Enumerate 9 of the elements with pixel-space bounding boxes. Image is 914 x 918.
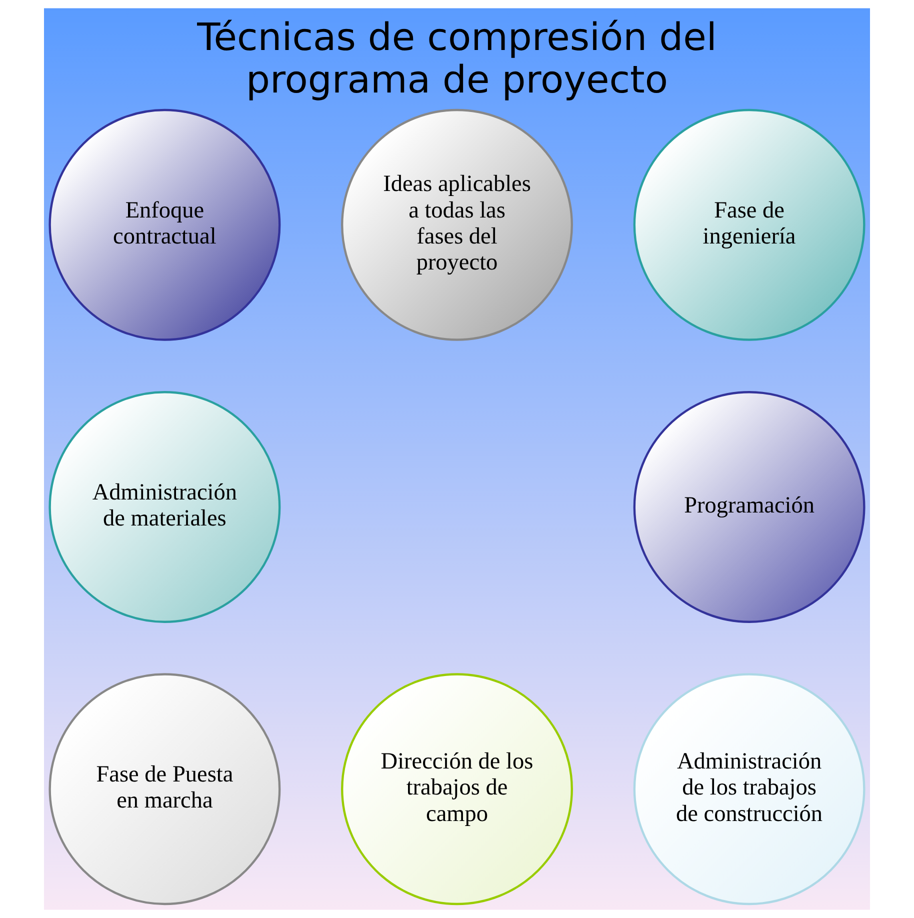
node-circle: Administración de los trabajos de construcción xyxy=(633,673,866,906)
node-circle: Enfoque contractual xyxy=(48,108,281,341)
node-circle: Ideas aplicables a todas las fases del proyecto xyxy=(341,108,573,341)
node-circle: Programación xyxy=(633,391,866,623)
node-circle: Administración de materiales xyxy=(48,391,281,623)
node-circle: Dirección de los trabajos de campo xyxy=(341,673,573,906)
node-circle: Fase de Puesta en marcha xyxy=(48,673,281,906)
diagram-title: Técnicas de compresión del programa de proyecto xyxy=(197,15,717,102)
node-circle: Fase de ingeniería xyxy=(633,108,866,341)
